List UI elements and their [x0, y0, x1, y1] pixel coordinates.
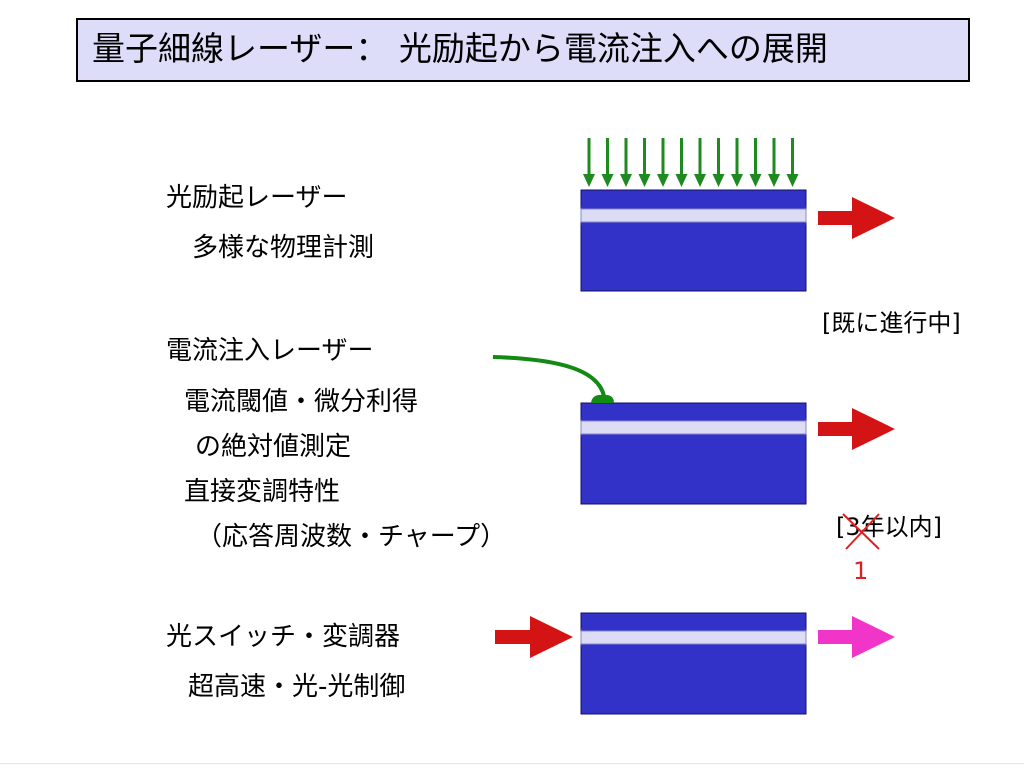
current-laser-heading: 電流注入レーザー	[166, 336, 374, 366]
switch-heading: 光スイッチ・変調器	[166, 622, 401, 652]
bottom-rule	[0, 763, 1024, 764]
pump-arrow-icon	[768, 138, 780, 187]
substrate-block	[580, 189, 807, 292]
switch-sub: 超高速・光-光制御	[188, 672, 406, 702]
output-arrow-1-icon	[818, 197, 895, 239]
current-laser-line-2: の絶対値測定	[195, 432, 352, 462]
pump-arrow-icon	[749, 138, 762, 187]
pump-arrow-icon	[601, 138, 614, 187]
electrode-contact	[591, 394, 614, 403]
device-current	[580, 394, 807, 505]
current-laser-line-1: 電流閾値・微分利得	[184, 387, 419, 417]
pump-arrow-icon	[638, 138, 651, 187]
optical-laser-sub: 多様な物理計測	[192, 233, 375, 263]
pump-arrow-icon	[620, 138, 632, 187]
device-switch	[580, 612, 807, 715]
pump-arrow-icon	[694, 138, 706, 187]
device-optical	[580, 189, 807, 292]
pump-arrows	[583, 138, 799, 187]
output-arrow-2-icon	[818, 408, 895, 450]
pump-arrow-icon	[786, 138, 799, 187]
pump-arrow-icon	[675, 138, 688, 187]
optical-laser-heading: 光励起レーザー	[166, 183, 348, 213]
current-laser-line-4: （応答周波数・チャープ）	[196, 522, 507, 552]
pump-arrow-icon	[657, 138, 669, 187]
curved-wire-icon	[492, 355, 606, 397]
pump-arrow-icon	[731, 138, 743, 187]
optical-status-text: [既に進行中]	[822, 309, 961, 337]
strike-mark	[842, 513, 880, 550]
quantum-wire-layer	[580, 208, 807, 223]
slide-title: 量子細線レーザー： 光励起から電流注入への展開	[76, 18, 970, 82]
status-bracket-open: [	[836, 513, 846, 541]
pump-arrow-icon	[583, 138, 595, 187]
switched-output-arrow-icon	[818, 616, 895, 658]
quantum-wire-layer	[580, 630, 807, 645]
current-laser-line-3: 直接変調特性	[184, 477, 341, 507]
quantum-wire-layer	[580, 420, 807, 435]
input-arrow-icon	[495, 616, 573, 658]
status-correction: 1	[853, 557, 869, 585]
pump-arrow-icon	[712, 138, 725, 187]
